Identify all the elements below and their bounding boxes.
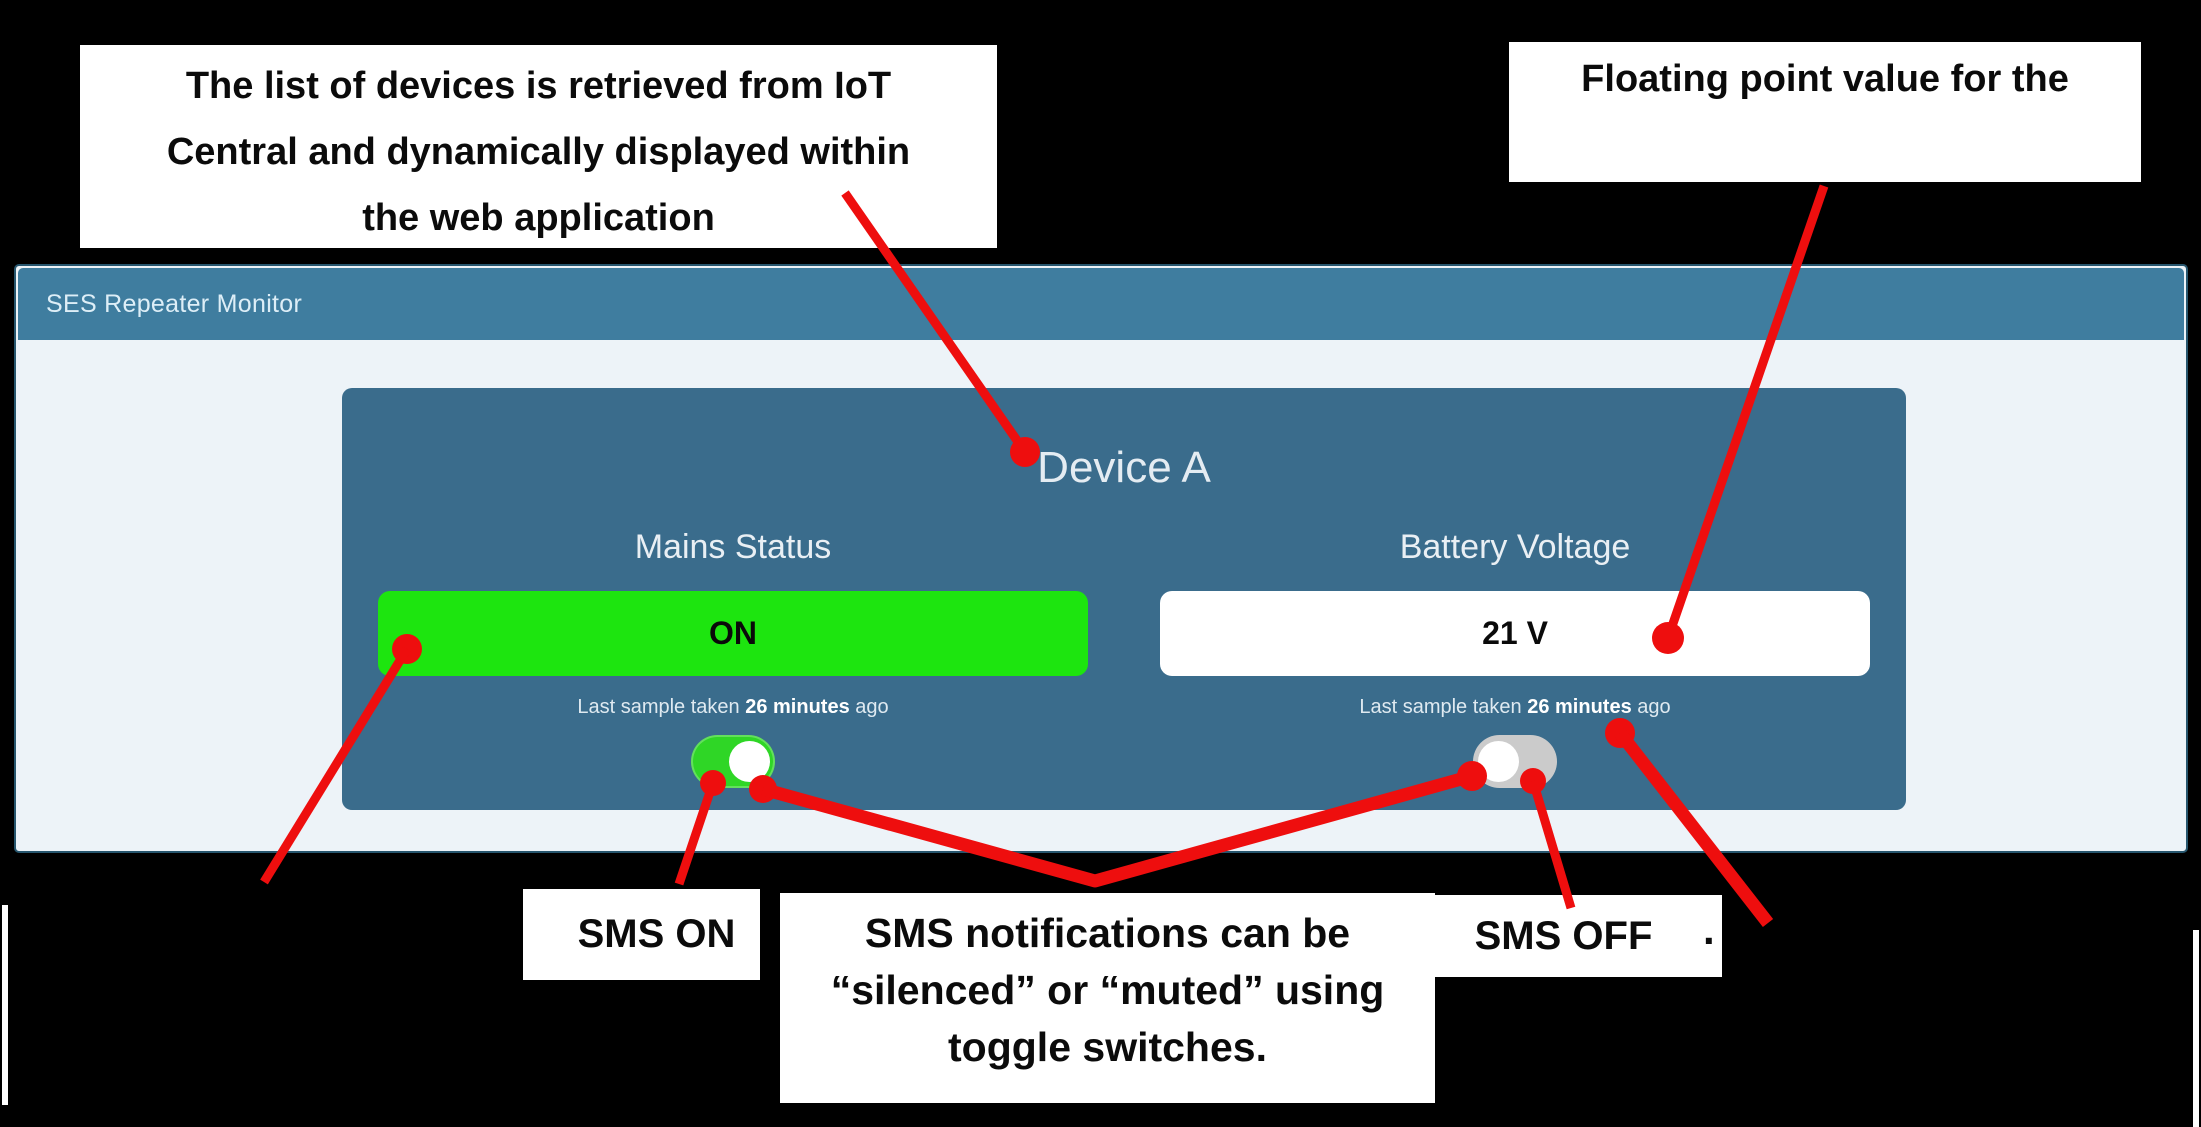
mains-status-panel: Mains Status ON Last sample taken 26 min… xyxy=(342,388,1124,810)
toggle-knob xyxy=(729,741,770,782)
toggle-knob xyxy=(1478,741,1519,782)
stray-period: . xyxy=(1703,906,1715,953)
battery-voltage-value: 21 V xyxy=(1160,591,1870,676)
last-sample-text: Last sample taken xyxy=(1359,696,1528,718)
callout-line: SMS notifications can be xyxy=(864,910,1351,956)
battery-last-sample: Last sample taken 26 minutes ago xyxy=(1124,696,1906,719)
app-window: SES Repeater Monitor Device A Mains Stat… xyxy=(14,264,2188,853)
left-edge-sliver xyxy=(2,905,8,1105)
callout-line: The list of devices is retrieved from Io… xyxy=(185,65,892,107)
device-title: Device A xyxy=(1037,443,1211,492)
last-sample-text: ago xyxy=(1631,696,1671,718)
mains-status-value-text: ON xyxy=(709,615,757,651)
callout-floating-point: Floating point value for the xyxy=(1509,42,2141,182)
app-title[interactable]: SES Repeater Monitor xyxy=(46,289,303,318)
callout-sms-on: SMS ON xyxy=(523,889,760,980)
callout-line: toggle switches. xyxy=(948,1024,1267,1070)
last-sample-text: Last sample taken xyxy=(577,696,746,718)
battery-voltage-panel: Battery Voltage 21 V Last sample taken 2… xyxy=(1124,388,1906,810)
sms-on-label: SMS ON xyxy=(577,912,736,956)
right-edge-sliver xyxy=(2193,930,2199,1127)
sms-off-label: SMS OFF xyxy=(1474,913,1653,958)
mains-sms-toggle[interactable] xyxy=(691,735,775,788)
mains-status-value: ON xyxy=(378,591,1088,676)
callout-sms-note: SMS notifications can be “silenced” or “… xyxy=(780,893,1435,1103)
battery-voltage-value-text: 21 V xyxy=(1482,615,1548,651)
callout-line: Central and dynamically displayed within xyxy=(166,131,911,173)
last-sample-text: ago xyxy=(849,696,889,718)
device-card: Device A Mains Status ON Last sample tak… xyxy=(342,388,1906,810)
battery-sms-toggle[interactable] xyxy=(1473,735,1557,788)
last-sample-age: 26 minutes xyxy=(1527,696,1632,718)
callout-device-list: The list of devices is retrieved from Io… xyxy=(80,45,997,248)
mains-last-sample: Last sample taken 26 minutes ago xyxy=(342,696,1124,719)
callout-line: “silenced” or “muted” using xyxy=(830,967,1385,1013)
callout-sms-off: SMS OFF xyxy=(1435,895,1722,977)
last-sample-age: 26 minutes xyxy=(745,696,850,718)
callout-line: the web application xyxy=(362,197,715,239)
battery-voltage-label: Battery Voltage xyxy=(1399,528,1631,566)
mains-status-label: Mains Status xyxy=(634,528,832,566)
app-navbar: SES Repeater Monitor xyxy=(18,268,2184,340)
callout-line: Floating point value for the xyxy=(1581,58,2069,100)
